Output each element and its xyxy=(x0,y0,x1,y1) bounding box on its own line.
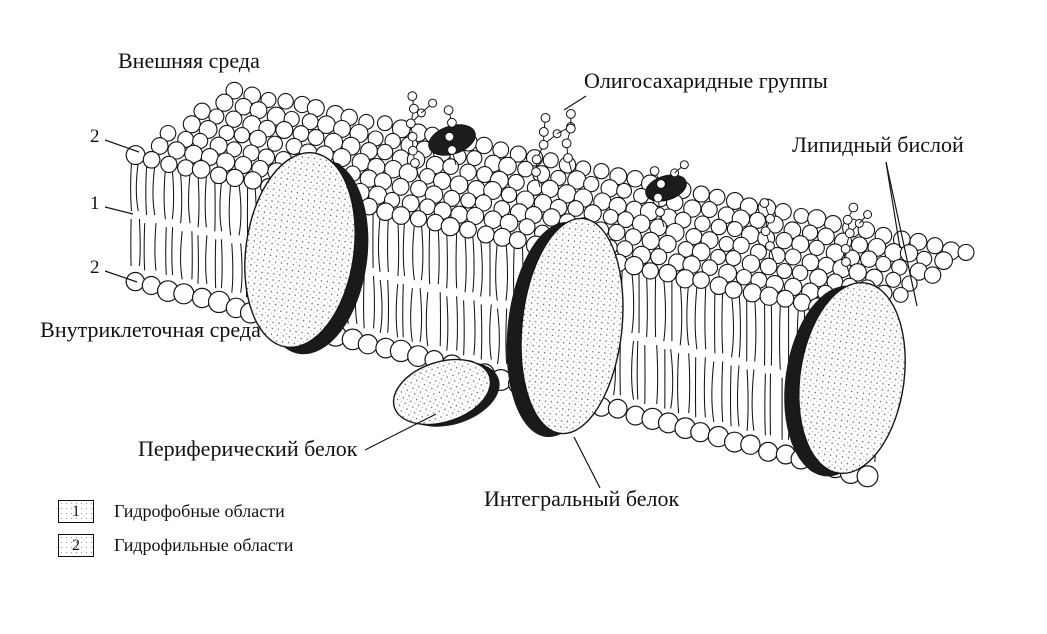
legend-label-hydrophobic: Гидрофобные области xyxy=(114,501,285,521)
marker-hydrophilic-top: 2 xyxy=(90,126,100,147)
integral-proteins xyxy=(244,151,906,477)
oligosaccharide-chains xyxy=(405,91,873,278)
marker-hydrophobic-middle: 1 xyxy=(90,193,100,214)
peripheral-protein xyxy=(392,358,500,427)
legend-label-hydrophilic: Гидрофильные области xyxy=(114,535,294,555)
label-external-environment: Внешняя среда xyxy=(118,48,260,73)
marker-hydrophilic-bottom: 2 xyxy=(90,257,100,278)
label-peripheral-protein: Периферический белок xyxy=(138,436,358,461)
legend-key-1-box: 1 xyxy=(58,500,94,523)
label-oligosaccharide-groups: Олигосахаридные группы xyxy=(584,68,828,93)
legend-item-hydrophobic: 1 Гидрофобные области xyxy=(58,500,293,523)
label-integral-protein: Интегральный белок xyxy=(484,486,680,511)
legend-item-hydrophilic: 2 Гидрофильные области xyxy=(58,534,293,557)
leader-lines xyxy=(104,95,918,489)
label-intracellular-environment: Внутриклеточная среда xyxy=(40,317,261,342)
legend: 1 Гидрофобные области 2 Гидрофильные обл… xyxy=(58,500,293,568)
legend-key-2-box: 2 xyxy=(58,534,94,557)
label-lipid-bilayer: Липидный бислой xyxy=(792,132,964,157)
